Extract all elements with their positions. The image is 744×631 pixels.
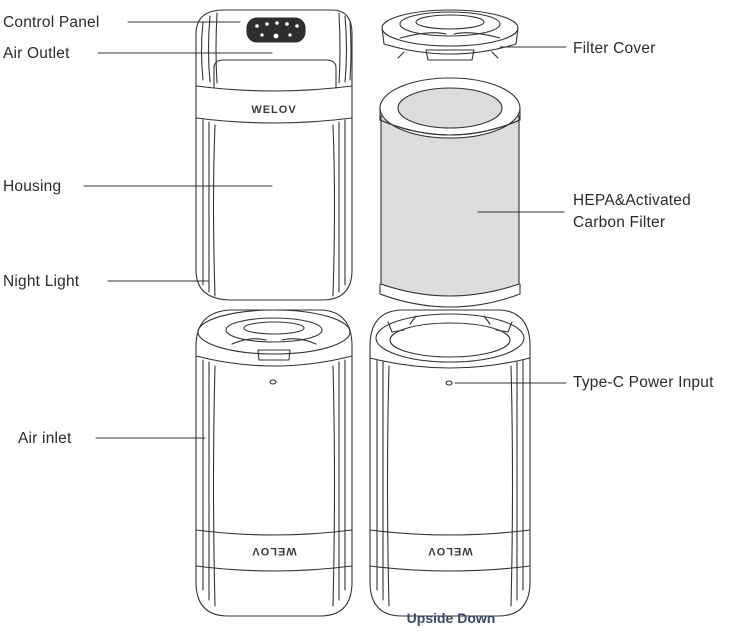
label-hepa-line2: Carbon Filter <box>573 214 666 231</box>
purifier-bottom-left <box>195 309 353 617</box>
filter-cover-part <box>381 9 519 61</box>
label-housing: Housing <box>3 178 62 195</box>
label-control-panel: Control Panel <box>3 14 100 31</box>
label-type-c: Type-C Power Input <box>573 374 714 391</box>
label-filter-cover: Filter Cover <box>573 40 656 57</box>
brand-logo-bottom-right: WELOV <box>427 545 472 557</box>
purifier-bottom-right <box>369 309 531 617</box>
label-night-light: Night Light <box>3 273 80 290</box>
hepa-filter-part <box>379 77 521 308</box>
type-c-port <box>445 380 453 386</box>
brand-logo-bottom-left: WELOV <box>251 545 296 557</box>
label-hepa-line1: HEPA&Activated <box>573 192 691 209</box>
purifier-top-left <box>195 9 353 301</box>
brand-logo-top: WELOV <box>251 104 296 116</box>
label-air-inlet: Air inlet <box>18 430 72 447</box>
caption-upside-down: Upside Down <box>406 610 496 626</box>
leader-lines <box>83 21 567 439</box>
label-air-outlet: Air Outlet <box>3 45 70 62</box>
